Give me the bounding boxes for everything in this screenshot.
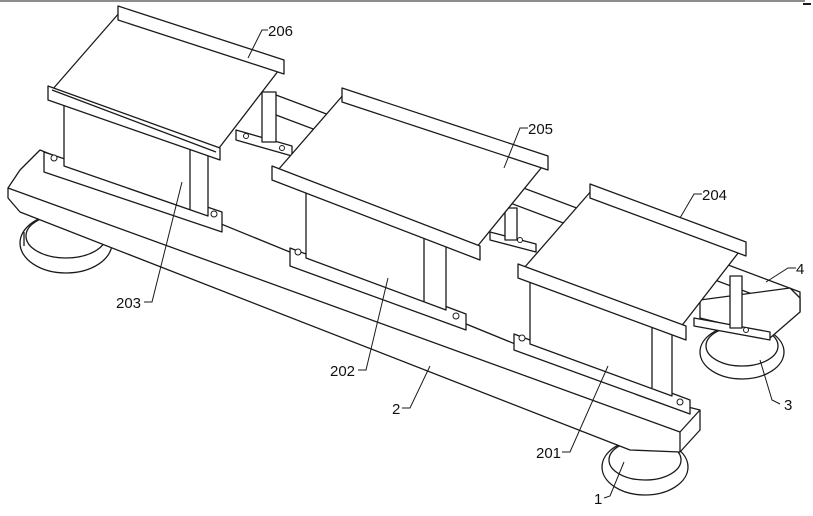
leader-203: [144, 181, 183, 303]
label-2: 2: [392, 401, 400, 418]
wheel-front: [601, 438, 689, 496]
label-202: 202: [330, 363, 355, 380]
support-bracket-204: [693, 275, 771, 341]
leader-202: [358, 277, 389, 371]
leader-2: [402, 365, 431, 409]
leader-1: [603, 461, 625, 499]
label-1: 1: [594, 491, 602, 508]
module-right: [513, 183, 747, 415]
label-205: 205: [528, 121, 553, 138]
leader-201: [562, 365, 609, 453]
reference-labels: 206 205 204 203 202 201 4 3 2 1: [116, 23, 804, 508]
leader-205: [503, 127, 528, 169]
corner-mark: [803, 3, 811, 5]
label-203: 203: [116, 295, 141, 312]
leader-4: [765, 267, 796, 283]
leader-206: [247, 29, 268, 59]
label-206: 206: [268, 23, 293, 40]
label-204: 204: [702, 187, 727, 204]
support-bracket-206: [235, 91, 293, 157]
leader-204: [679, 193, 702, 219]
support-bracket-205: [489, 207, 537, 253]
label-3: 3: [784, 397, 792, 414]
label-4: 4: [796, 261, 804, 278]
module-middle: [271, 87, 549, 331]
module-left: [43, 5, 285, 233]
label-201: 201: [536, 445, 561, 462]
leader-3: [759, 359, 781, 405]
leader-lines: [144, 29, 796, 499]
